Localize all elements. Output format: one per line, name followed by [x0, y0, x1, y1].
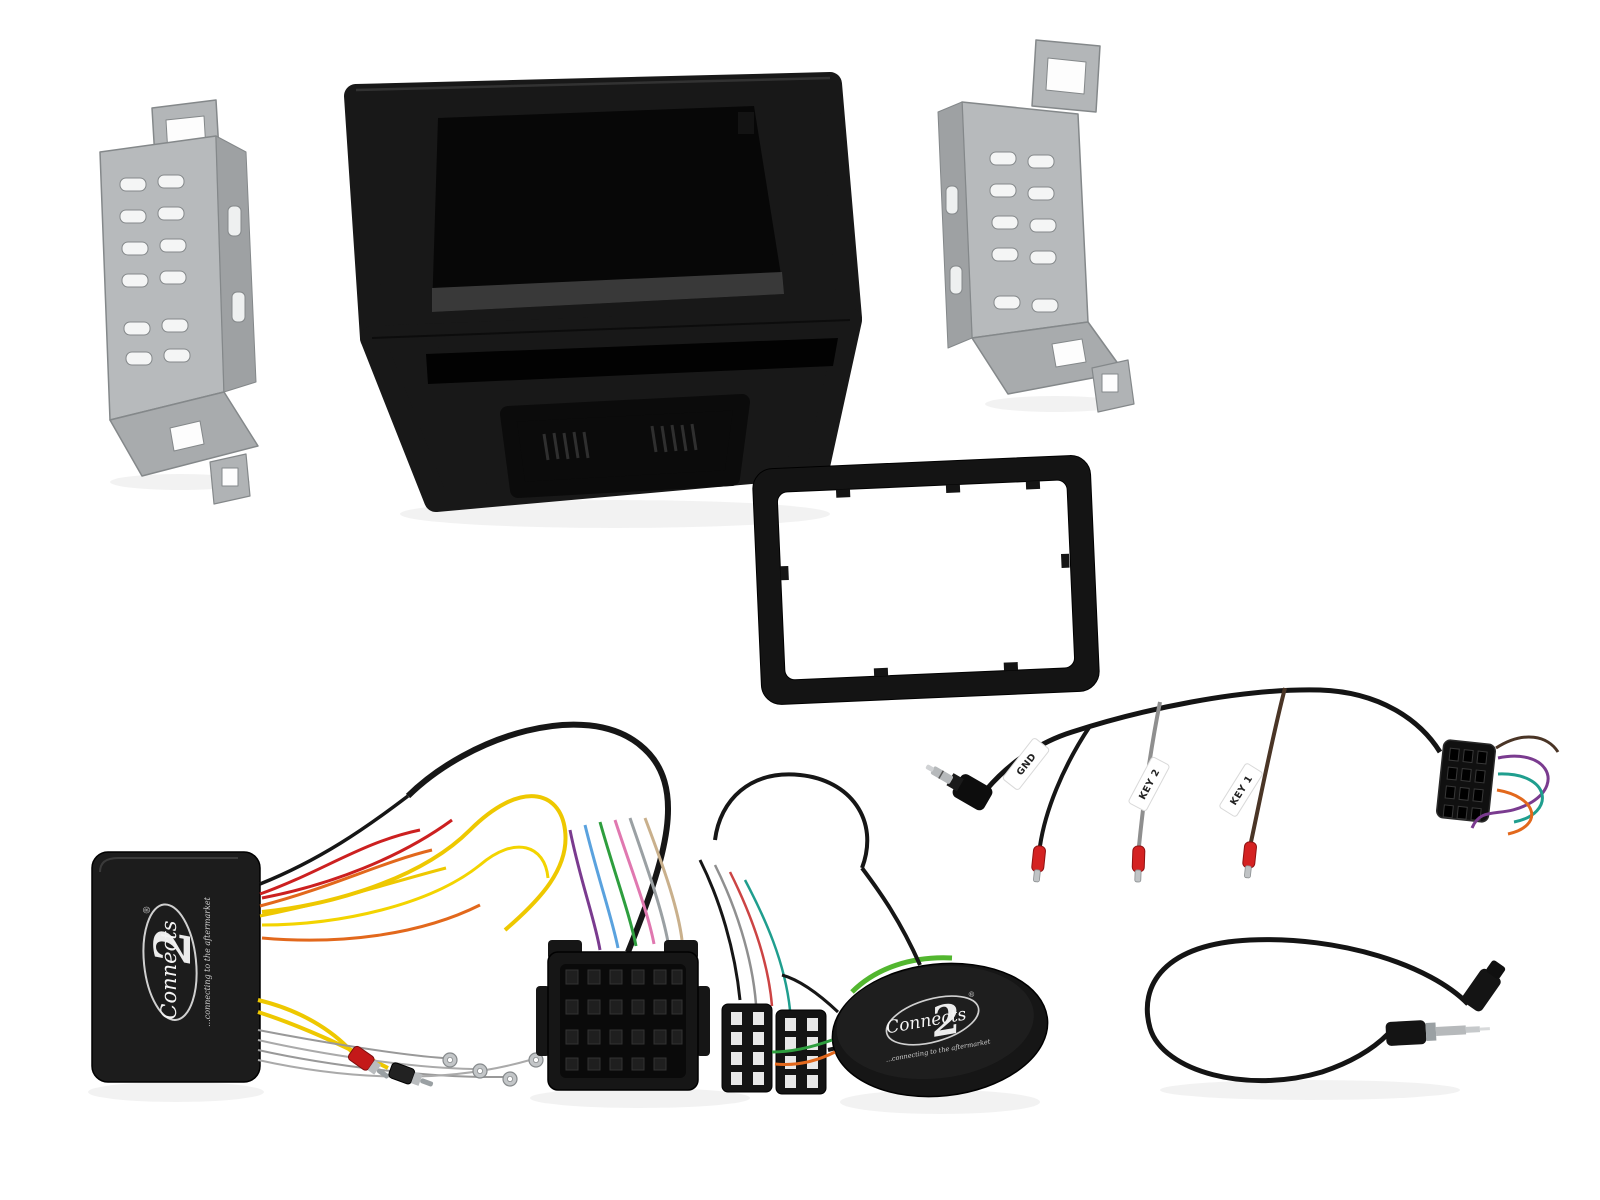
fascia-clip-notch	[738, 112, 754, 134]
rca-plug-black	[388, 1062, 434, 1087]
trim-frame-tabs	[780, 480, 1070, 677]
iso-connector-a	[721, 1003, 773, 1093]
loom-black-loop	[405, 721, 671, 954]
antenna-adapter	[1144, 937, 1506, 1084]
molex-connector	[1436, 739, 1496, 823]
right-bracket-top-tab-hole	[1045, 57, 1087, 95]
antenna-cable-loop	[1144, 937, 1470, 1084]
fascia-opening-lower-lip	[432, 272, 784, 312]
fascia-tray-ribs	[542, 423, 698, 461]
key1-terminal	[1240, 840, 1258, 879]
fascia-pocket-slot	[426, 338, 838, 384]
molex-wire-tails	[1470, 735, 1560, 836]
left-bracket-flange	[215, 135, 257, 393]
fascia-tray	[500, 394, 750, 498]
ring-terminal	[442, 1052, 458, 1068]
right-bracket-slots	[989, 151, 1059, 313]
fascia-radio-opening	[432, 106, 784, 312]
ring-terminal	[502, 1071, 518, 1087]
gnd-terminal	[1029, 844, 1047, 883]
trim-frame	[752, 455, 1100, 705]
interface-box-wires	[257, 794, 531, 1079]
antenna-din-plug	[1385, 1020, 1490, 1046]
key-patch-harness: GND KEY 2 KEY 1	[925, 687, 1560, 883]
swc-puck-wires	[771, 866, 922, 1066]
key2-terminal	[1131, 845, 1146, 883]
ring-terminal	[472, 1063, 488, 1079]
right-bracket-plate	[961, 101, 1089, 339]
left-mounting-bracket	[99, 99, 259, 505]
soft-shadows	[88, 396, 1460, 1114]
key1-tag: KEY 1	[1219, 763, 1263, 817]
right-mounting-bracket	[937, 39, 1135, 413]
key-harness-trunk	[984, 687, 1443, 792]
left-bracket-slots	[119, 174, 191, 366]
main-wiring-harness	[261, 721, 887, 1095]
key1-wire	[1249, 687, 1287, 843]
key2-tag: KEY 2	[1128, 756, 1170, 812]
trim-frame-ring	[752, 455, 1100, 705]
gnd-wire	[1038, 724, 1092, 847]
antenna-socket-connector	[1462, 960, 1506, 1012]
steering-wheel-control-interface	[771, 866, 1049, 1098]
left-bracket-foot-hole	[169, 420, 205, 452]
fascia-panel	[344, 72, 862, 512]
aux-jack-plug	[925, 764, 993, 811]
rca-plug-red	[347, 1045, 389, 1079]
quadlock-connector	[536, 940, 710, 1091]
interface-box	[91, 794, 544, 1087]
right-bracket-foot-hole	[1051, 338, 1087, 368]
loom-black-loop-2	[713, 772, 870, 869]
